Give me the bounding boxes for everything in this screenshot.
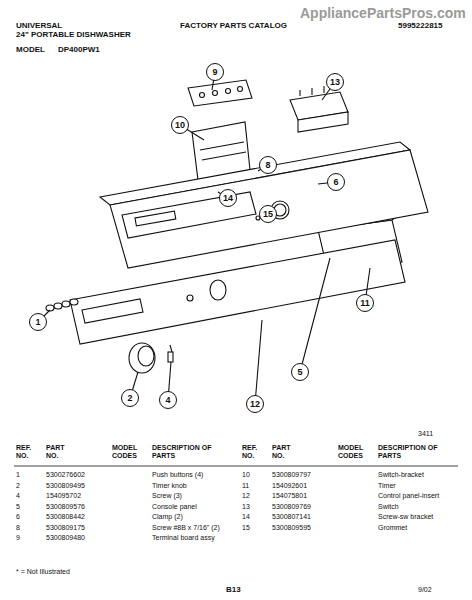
- callout-circle: 15: [259, 205, 277, 223]
- table-cell: 5300809175: [46, 524, 85, 532]
- table-cell: 154075801: [272, 492, 307, 500]
- table-header: MODEL CODES: [338, 444, 372, 459]
- table-cell: 1: [16, 471, 20, 479]
- table-cell: 5300809480: [46, 534, 85, 542]
- table-cell: Terminal board assy: [152, 534, 215, 542]
- table-header: REF. NO.: [242, 444, 264, 459]
- callout-number: 2: [127, 394, 132, 403]
- table-cell: 13: [242, 503, 250, 511]
- table-cell: Grommet: [378, 524, 407, 532]
- callout-circle: 6: [327, 173, 345, 191]
- catalog-number: 5995222815: [398, 22, 443, 31]
- footer-note: B13: [226, 586, 241, 595]
- table-cell: 5300807141: [272, 513, 311, 521]
- callout-number: 9: [212, 68, 217, 77]
- model-heading: MODEL: [16, 46, 45, 55]
- callout-circle: 14: [219, 189, 237, 207]
- table-cell: 2: [16, 482, 20, 490]
- callout-number: 14: [223, 194, 233, 203]
- callout-circle: 5: [291, 363, 309, 381]
- table-cell: 154095702: [46, 492, 81, 500]
- table-cell: Screw (3): [152, 492, 182, 500]
- table-cell: 5300809595: [272, 524, 311, 532]
- callout-number: 4: [165, 396, 170, 405]
- callout-number: 1: [35, 318, 40, 327]
- callout-number: 13: [330, 78, 340, 87]
- table-header: DESCRIPTION OF PARTS: [378, 444, 448, 459]
- callout-circle: 9: [206, 63, 224, 81]
- footer-note: * = Not Illustrated: [16, 568, 70, 576]
- table-cell: Console panel: [152, 503, 197, 511]
- table-cell: 12: [242, 492, 250, 500]
- table-cell: 5: [16, 503, 20, 511]
- table-cell: 5300276602: [46, 471, 85, 479]
- table-cell: 5300809576: [46, 503, 85, 511]
- table-cell: Switch-bracket: [378, 471, 424, 479]
- table-cell: 4: [16, 492, 20, 500]
- table-header: PART NO.: [46, 444, 76, 459]
- callout-circle: 8: [259, 156, 277, 174]
- callout-circle: 11: [356, 294, 374, 312]
- table-cell: Timer knob: [152, 482, 187, 490]
- watermark: AppliancePartsPros.com: [300, 6, 466, 21]
- model-number: DP400PW1: [58, 46, 100, 55]
- table-cell: Screw-sw bracket: [378, 513, 433, 521]
- table-cell: 15: [242, 524, 250, 532]
- footer-note: 9/02: [418, 586, 432, 594]
- table-cell: Control panel-insert: [378, 492, 439, 500]
- table-cell: Switch: [378, 503, 399, 511]
- callout-number: 5: [297, 368, 302, 377]
- figure-number: 3411: [418, 430, 433, 438]
- table-cell: 5300809495: [46, 482, 85, 490]
- callout-number: 8: [265, 161, 270, 170]
- table-cell: 6: [16, 513, 20, 521]
- table-cell: 5300809797: [272, 471, 311, 479]
- table-cell: 5300808442: [46, 513, 85, 521]
- callout-circle: 10: [171, 116, 189, 134]
- table-cell: 9: [16, 534, 20, 542]
- catalog-title: FACTORY PARTS CATALOG: [180, 22, 287, 31]
- table-header: REF. NO.: [16, 444, 38, 459]
- callout-number: 6: [333, 178, 338, 187]
- table-cell: 5300809769: [272, 503, 311, 511]
- table-header: PART NO.: [272, 444, 302, 459]
- callout-circle: 1: [29, 313, 47, 331]
- table-cell: 8: [16, 524, 20, 532]
- table-header: DESCRIPTION OF PARTS: [152, 444, 222, 459]
- table-cell: Timer: [378, 482, 396, 490]
- table-cell: 154092601: [272, 482, 307, 490]
- callout-number: 10: [175, 121, 185, 130]
- table-cell: Push buttons (4): [152, 471, 203, 479]
- callout-number: 12: [250, 400, 260, 409]
- table-cell: 14: [242, 513, 250, 521]
- table-cell: Screw #8B x 7/16" (2): [152, 524, 220, 532]
- callout-circle: 13: [326, 73, 344, 91]
- callout-circle: 12: [246, 395, 264, 413]
- callout-circle: 2: [121, 389, 139, 407]
- callout-number: 11: [360, 299, 370, 308]
- callout-number: 15: [263, 210, 273, 219]
- table-cell: Clamp (2): [152, 513, 183, 521]
- table-header: MODEL CODES: [112, 444, 146, 459]
- brand: UNIVERSAL: [16, 22, 62, 31]
- table-cell: 10: [242, 471, 250, 479]
- table-cell: 11: [242, 482, 249, 490]
- product-title: 24" PORTABLE DISHWASHER: [16, 31, 131, 40]
- callout-circle: 4: [159, 391, 177, 409]
